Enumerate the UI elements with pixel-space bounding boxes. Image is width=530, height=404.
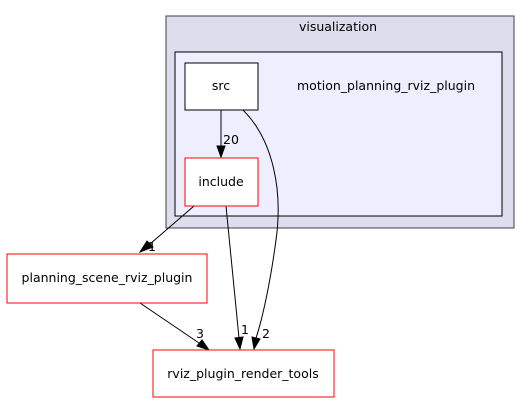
edge-src-include-label: 20 — [223, 132, 239, 147]
edge-planning-render-label: 3 — [196, 326, 204, 341]
cluster-motion-planning-rviz-plugin-label: motion_planning_rviz_plugin — [297, 78, 475, 93]
edge-src-to-include: 20 — [216, 110, 239, 159]
node-src[interactable]: src — [184, 62, 259, 111]
cluster-visualization-label: visualization — [299, 19, 377, 34]
node-planning-scene-rviz-plugin-label: planning_scene_rviz_plugin — [22, 270, 193, 285]
edge-include-to-planning-scene: 1 — [138, 205, 195, 254]
node-rviz-plugin-render-tools-label: rviz_plugin_render_tools — [167, 366, 318, 381]
node-rviz-plugin-render-tools[interactable]: rviz_plugin_render_tools — [152, 349, 335, 398]
edge-src-to-render-tools: 2 — [242, 109, 279, 351]
node-include[interactable]: include — [184, 157, 259, 207]
node-src-label: src — [212, 78, 230, 93]
edge-include-planning-label: 1 — [148, 239, 156, 254]
edge-include-render-label: 1 — [241, 322, 249, 337]
node-include-label: include — [198, 174, 244, 189]
node-planning-scene-rviz-plugin[interactable]: planning_scene_rviz_plugin — [6, 253, 208, 304]
edge-include-to-render-tools: 1 — [225, 205, 249, 351]
edge-planning-scene-to-render-tools: 3 — [139, 302, 211, 351]
edge-src-render-label: 2 — [262, 326, 270, 341]
